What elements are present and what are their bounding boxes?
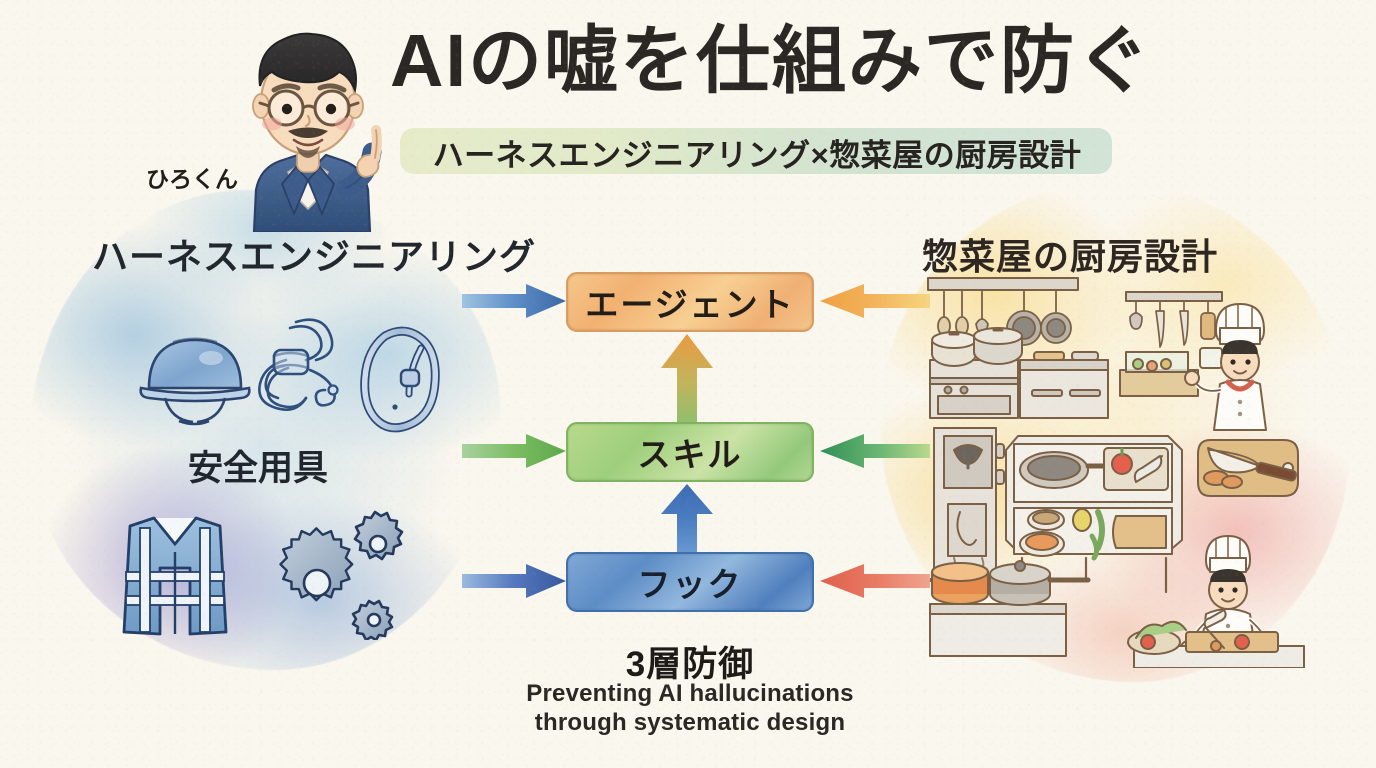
arrow-hook-to-skill: [661, 484, 713, 560]
subtitle-banner: [400, 128, 1112, 174]
caption-english-line1: Preventing AI hallucinations: [526, 680, 854, 707]
arrow-left-to-skill: [462, 434, 566, 468]
node-agent[interactable]: エージェント: [566, 272, 814, 332]
coiled-rope-icon: [258, 318, 339, 411]
left-panel-heading: ハーネスエンジニアリング: [92, 236, 537, 277]
node-skill-label: スキル: [637, 436, 743, 473]
caption-english: Preventing AI hallucinations through sys…: [450, 679, 930, 738]
node-hook[interactable]: フック: [566, 552, 814, 612]
kitchen-scene-illustration: [922, 277, 1305, 668]
safety-vest-icon: [122, 516, 228, 636]
arrow-left-to-agent: [462, 284, 566, 318]
arrow-right-to-skill: [820, 434, 930, 468]
character-name-label: ひろくん: [146, 166, 238, 192]
arrow-skill-to-agent: [661, 334, 713, 428]
right-panel-heading: 惣菜屋の厨房設計: [922, 236, 1219, 277]
gears-icon: [279, 510, 404, 640]
page-subtitle: ハーネスエンジニアリング×惣菜屋の厨房設計: [432, 137, 1082, 173]
page-title: AIの嘘を仕組みで防ぐ: [390, 19, 1152, 102]
arrow-left-to-hook: [462, 564, 566, 598]
caption-three-layer-defense: 3層防御: [625, 645, 755, 684]
caption-english-line2: through systematic design: [534, 709, 846, 737]
safety-equipment-label: 安全用具: [188, 449, 329, 488]
arrow-right-to-hook: [820, 564, 930, 598]
node-skill[interactable]: スキル: [566, 422, 814, 482]
safety-helmet-icon: [139, 337, 251, 426]
hirokun-portrait: [252, 32, 382, 232]
arrow-right-to-agent: [820, 284, 930, 318]
left-watercolor-wash: [30, 190, 500, 670]
node-agent-label: エージェント: [585, 286, 795, 323]
carabiner-icon: [360, 326, 440, 433]
node-hook-label: フック: [637, 566, 743, 603]
